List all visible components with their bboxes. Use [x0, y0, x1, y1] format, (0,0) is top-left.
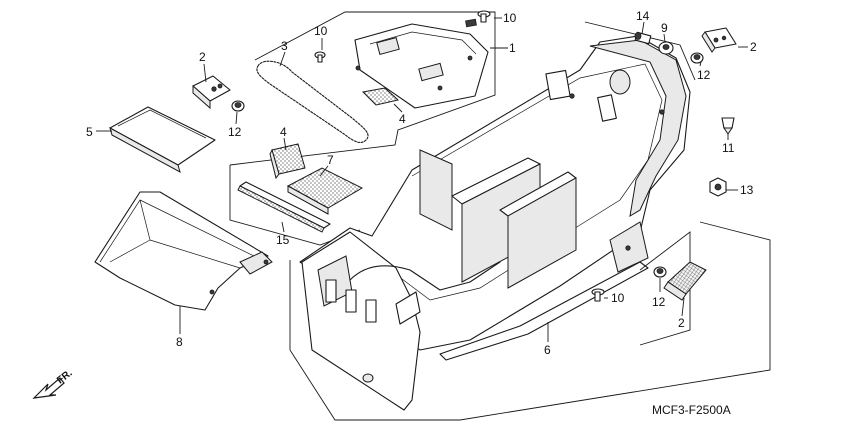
part-14-bolt	[634, 31, 652, 45]
part-7-sponge	[286, 167, 364, 215]
front-direction-indicator: FR.	[32, 368, 75, 399]
part-12-nut-right	[690, 52, 704, 64]
callout-3: 3	[281, 39, 288, 53]
part-15-strip	[237, 181, 331, 233]
callout-12-left: 12	[228, 125, 242, 139]
callout-10-top: 10	[503, 11, 517, 25]
callout-9: 9	[661, 21, 668, 35]
callout-1: 1	[509, 41, 516, 55]
diagram-code: MCF3-F2500A	[652, 403, 731, 417]
part-4-pad-mid	[269, 143, 306, 180]
part-8-lower-cover	[94, 191, 273, 311]
callout-5: 5	[86, 125, 93, 139]
frame-right-upper	[584, 21, 696, 81]
front-arrow-icon	[32, 377, 65, 399]
part-2-reflector-bottom	[663, 261, 707, 301]
callout-4-top: 4	[399, 112, 406, 126]
callout-6: 6	[544, 343, 551, 357]
part-10-screw-top	[477, 10, 491, 23]
part-4-pad-upper	[361, 87, 400, 106]
callout-14: 14	[636, 9, 650, 23]
leader-lines	[96, 17, 748, 342]
callout-labels: 1 10 10 2 3 4 12 5 4 7 15 8 6 10 12 2 14…	[86, 9, 757, 357]
part-6-front-panel	[301, 231, 501, 411]
part-13-nut	[709, 177, 727, 197]
part-3-strap	[256, 60, 369, 143]
part-10-screw-left	[314, 51, 326, 63]
callout-12-bottom: 12	[652, 295, 666, 309]
callout-2-left: 2	[199, 50, 206, 64]
callout-2-right: 2	[750, 40, 757, 54]
frame-group-upper	[229, 11, 496, 166]
callout-11: 11	[722, 141, 735, 155]
frame-main	[289, 221, 771, 421]
part-9-collar	[658, 41, 674, 55]
part-2-cushion-right	[701, 27, 737, 53]
part-5-tray	[109, 106, 216, 174]
callout-7: 7	[327, 153, 334, 167]
part-10-screw-bottom	[591, 288, 605, 302]
callout-15: 15	[276, 233, 290, 247]
callout-10-bottom: 10	[611, 291, 625, 305]
callout-13: 13	[740, 183, 754, 197]
part-2-cushion-left	[192, 75, 231, 110]
callout-10-left: 10	[314, 24, 328, 38]
part-11-clip	[721, 117, 735, 135]
callout-12-right: 12	[697, 68, 711, 82]
part-12-nut-left	[231, 100, 245, 112]
part-12-nut-bottom	[653, 266, 667, 278]
callout-2-bottom: 2	[678, 316, 685, 330]
callout-4-mid: 4	[280, 125, 287, 139]
part-1-cover	[354, 18, 489, 109]
callout-8: 8	[176, 335, 183, 349]
